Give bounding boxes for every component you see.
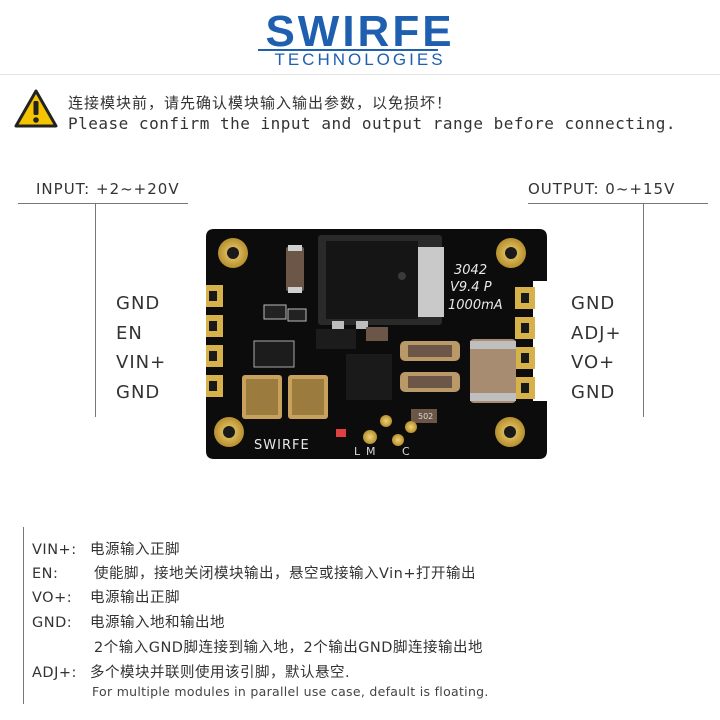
regulator-ic [318, 235, 444, 329]
output-bracket-line [643, 203, 644, 417]
warning-text-english: Please confirm the input and output rang… [68, 114, 676, 133]
silkscreen-mark-c: C [402, 445, 410, 458]
brand-logo: SWIRFE [265, 7, 455, 56]
warning-text-chinese: 连接模块前，请先确认模块输入输出参数，以免损坏！ [68, 94, 453, 112]
silkscreen-mark-502: 502 [418, 412, 433, 421]
pcb-module-image: 3042 V9.4 P 1000mA SWIRFE L M C 502 [206, 229, 547, 459]
silkscreen-details [363, 415, 417, 446]
input-label-underline [18, 203, 188, 204]
output-range-label: OUTPUT: 0~+15V [528, 180, 676, 198]
input-range-label: INPUT: +2~+20V [36, 180, 180, 198]
input-pin-vin: VIN+ [116, 352, 167, 373]
note-gnd-detail: 2个输入GND脚连接到输入地，2个输出GND脚连接输出地 [32, 636, 483, 657]
silkscreen-brand: SWIRFE [254, 438, 310, 453]
output-pin-gnd-top: GND [571, 293, 616, 314]
silkscreen-mark-l: L [354, 445, 361, 458]
brand-logo-divider [258, 49, 438, 51]
output-pin-adj: ADJ+ [571, 322, 622, 344]
chip-marking-line2: V9.4 P [450, 280, 492, 295]
warning-triangle-icon [14, 89, 58, 128]
note-key: VIN+: [32, 542, 77, 558]
note-text: 电源输入地和输出地 [90, 615, 225, 631]
note-adj-english: For multiple modules in parallel use cas… [92, 684, 489, 699]
input-bracket-line [95, 203, 96, 417]
chip-marking-line3: 1000mA [448, 298, 503, 313]
input-pin-gnd-top: GND [116, 293, 161, 314]
note-key: GND: [32, 615, 73, 631]
note-text: 电源输入正脚 [90, 542, 180, 558]
output-label-underline [528, 203, 708, 204]
note-text: 多个模块并联则使用该引脚，默认悬空. [90, 665, 351, 681]
note-vo: VO+: 电源输出正脚 [32, 586, 180, 607]
input-pin-list: GND EN VIN+ GND [116, 289, 166, 407]
output-pin-gnd-bottom: GND [571, 381, 616, 403]
brand-subtitle: TECHNOLOGIES [274, 50, 446, 69]
note-key: ADJ+: [32, 665, 77, 681]
smd-components [242, 245, 516, 437]
mounting-holes [214, 238, 526, 447]
input-pin-pads [206, 285, 223, 397]
note-key: EN: [32, 566, 59, 582]
input-pin-en: EN [116, 322, 143, 344]
note-gnd: GND: 电源输入地和输出地 [32, 611, 225, 632]
notes-bracket-line [23, 527, 24, 704]
chip-marking-line1: 3042 [454, 263, 487, 278]
note-en: EN: 使能脚，接地关闭模块输出，悬空或接输入Vin+打开输出 [32, 562, 476, 583]
output-pin-list: GND ADJ+ VO+ GND [571, 289, 622, 407]
note-adj: ADJ+: 多个模块并联则使用该引脚，默认悬空. [32, 661, 350, 682]
output-pin-vo: VO+ [571, 352, 616, 373]
note-text: 使能脚，接地关闭模块输出，悬空或接输入Vin+打开输出 [94, 566, 476, 582]
silkscreen-mark-m: M [366, 445, 376, 458]
note-text: 2个输入GND脚连接到输入地，2个输出GND脚连接输出地 [94, 640, 483, 656]
note-text: 电源输出正脚 [90, 590, 180, 606]
output-pin-pads [515, 287, 535, 399]
note-vin: VIN+: 电源输入正脚 [32, 538, 180, 559]
header-divider [0, 74, 720, 75]
note-key: VO+: [32, 590, 73, 606]
input-pin-gnd-bottom: GND [116, 381, 161, 403]
